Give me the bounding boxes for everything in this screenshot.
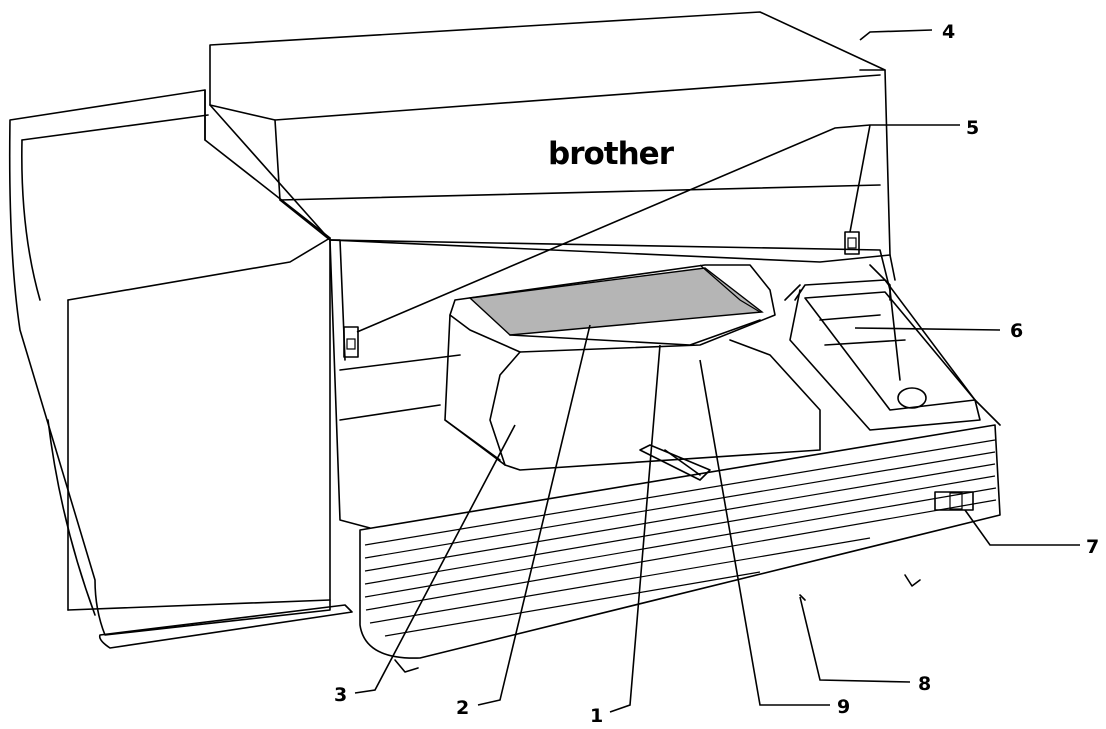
callout-8: 8: [918, 673, 931, 695]
switch-right: [844, 231, 860, 255]
leader-lines: [354, 29, 1080, 713]
switch-left: [343, 326, 359, 358]
callout-2: 2: [456, 697, 469, 719]
platen-assembly: [444, 264, 821, 481]
left-cabinet: [8, 89, 353, 649]
control-panel-area: [789, 279, 1001, 431]
top-cover: [209, 11, 896, 281]
front-grille: [359, 424, 1001, 673]
callout-5: 5: [966, 117, 979, 139]
brand-logo: brother: [548, 136, 675, 172]
platen-sheet: [468, 267, 764, 336]
callout-9: 9: [837, 696, 850, 718]
callout-1: 1: [590, 705, 603, 727]
callout-3: 3: [334, 684, 347, 706]
printer-body: [329, 239, 891, 529]
callout-4: 4: [942, 21, 955, 43]
power-switch: [934, 491, 974, 511]
callout-6: 6: [1010, 320, 1023, 342]
callout-7: 7: [1086, 536, 1099, 558]
